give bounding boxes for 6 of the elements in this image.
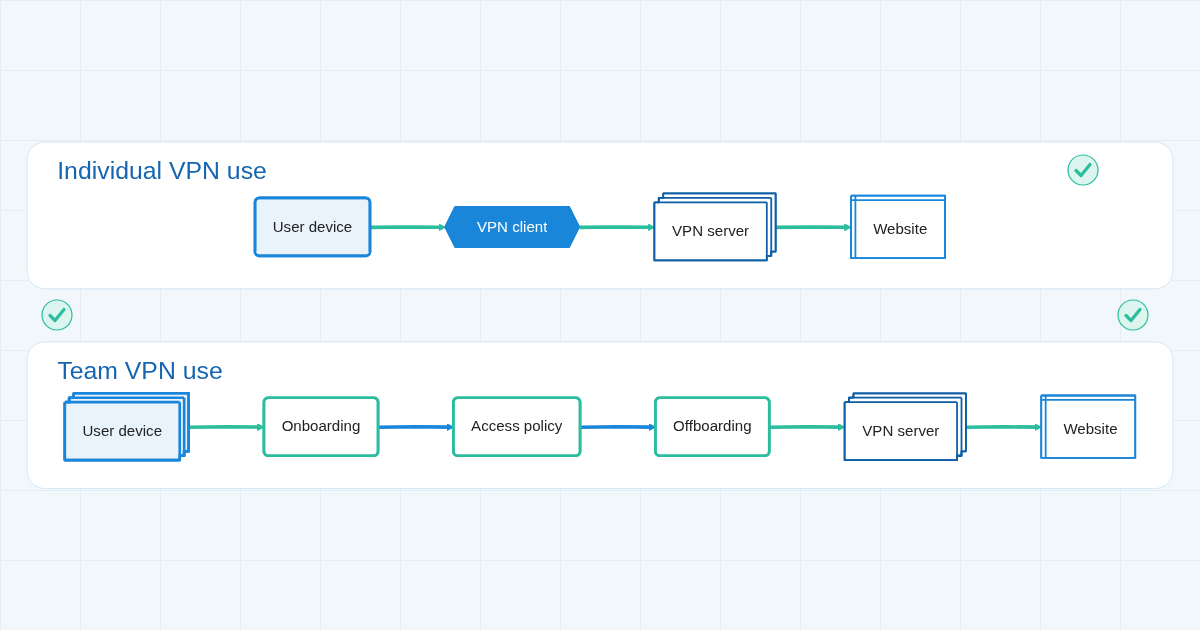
cluster [26, 341, 1174, 489]
flowchart: Team VPN use User device Onboarding Access policy Offboarding VPN server Website Individual VPN use User device VPN client VPN server Website [20, 134, 1180, 496]
arrow [370, 223, 447, 231]
cluster [26, 141, 1174, 289]
arrow [579, 223, 656, 231]
arrow [769, 422, 846, 431]
